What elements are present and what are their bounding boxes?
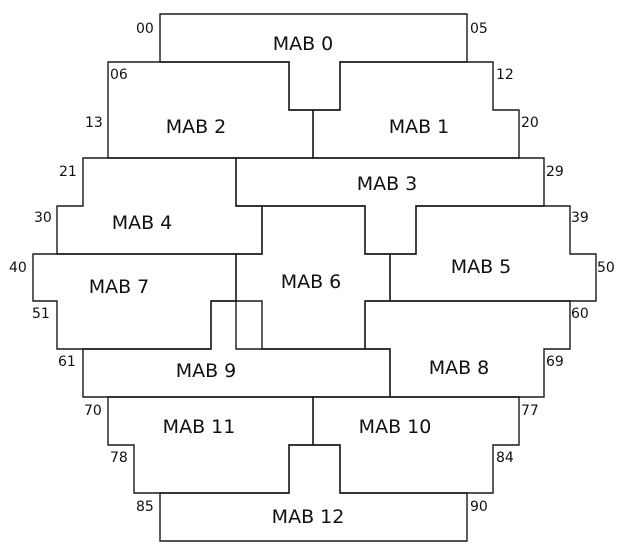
mab-3-label: MAB 3 xyxy=(357,173,418,195)
corner-number: 61 xyxy=(58,354,76,370)
corner-number: 85 xyxy=(136,499,154,515)
corner-number: 51 xyxy=(32,306,50,322)
mab-4-label: MAB 4 xyxy=(112,212,173,234)
corner-number: 40 xyxy=(9,260,27,276)
mab-1-label: MAB 1 xyxy=(389,116,450,138)
mab-9-label: MAB 9 xyxy=(176,360,237,382)
corner-number: 00 xyxy=(136,21,154,37)
corner-number: 90 xyxy=(470,499,488,515)
mab-7-label: MAB 7 xyxy=(89,276,150,298)
mab-11-region xyxy=(107,396,314,494)
region-outlines xyxy=(32,13,597,542)
mab-5-region xyxy=(389,205,597,302)
mab-10-label: MAB 10 xyxy=(359,416,432,438)
corner-number: 13 xyxy=(85,115,103,131)
mab-6-label: MAB 6 xyxy=(281,271,342,293)
corner-number: 12 xyxy=(496,67,514,83)
mab-10-region xyxy=(312,396,520,494)
corner-number: 77 xyxy=(521,403,539,419)
corner-number: 60 xyxy=(571,306,589,322)
mab-2-region xyxy=(107,61,314,159)
mab-2-label: MAB 2 xyxy=(166,116,227,138)
mab-5-label: MAB 5 xyxy=(451,256,512,278)
corner-number: 84 xyxy=(496,450,514,466)
corner-number: 21 xyxy=(59,164,77,180)
mab-12-region xyxy=(159,444,468,542)
mab-1-region xyxy=(312,61,520,159)
corner-number: 29 xyxy=(546,164,564,180)
mab-11-label: MAB 11 xyxy=(163,416,236,438)
corner-number: 05 xyxy=(470,21,488,37)
corner-number: 06 xyxy=(110,67,128,83)
mab-0-label: MAB 0 xyxy=(273,33,334,55)
mab-8-label: MAB 8 xyxy=(429,357,490,379)
mab-8-region xyxy=(364,300,571,398)
mab-7-region xyxy=(32,253,237,350)
module-labels: MAB 0 MAB 2 MAB 1 MAB 3 MAB 4 MAB 5 MAB … xyxy=(89,33,512,528)
corner-numbers: 00 05 06 12 13 20 21 29 30 39 40 50 51 6… xyxy=(9,21,615,515)
corner-number: 30 xyxy=(34,210,52,226)
corner-number: 20 xyxy=(521,115,539,131)
mab-9-region xyxy=(82,300,391,398)
corner-number: 70 xyxy=(84,403,102,419)
corner-number: 39 xyxy=(571,210,589,226)
corner-number: 78 xyxy=(110,450,128,466)
corner-number: 50 xyxy=(597,260,615,276)
mab-4-region xyxy=(56,157,263,255)
corner-number: 69 xyxy=(546,354,564,370)
mab-12-label: MAB 12 xyxy=(272,506,345,528)
